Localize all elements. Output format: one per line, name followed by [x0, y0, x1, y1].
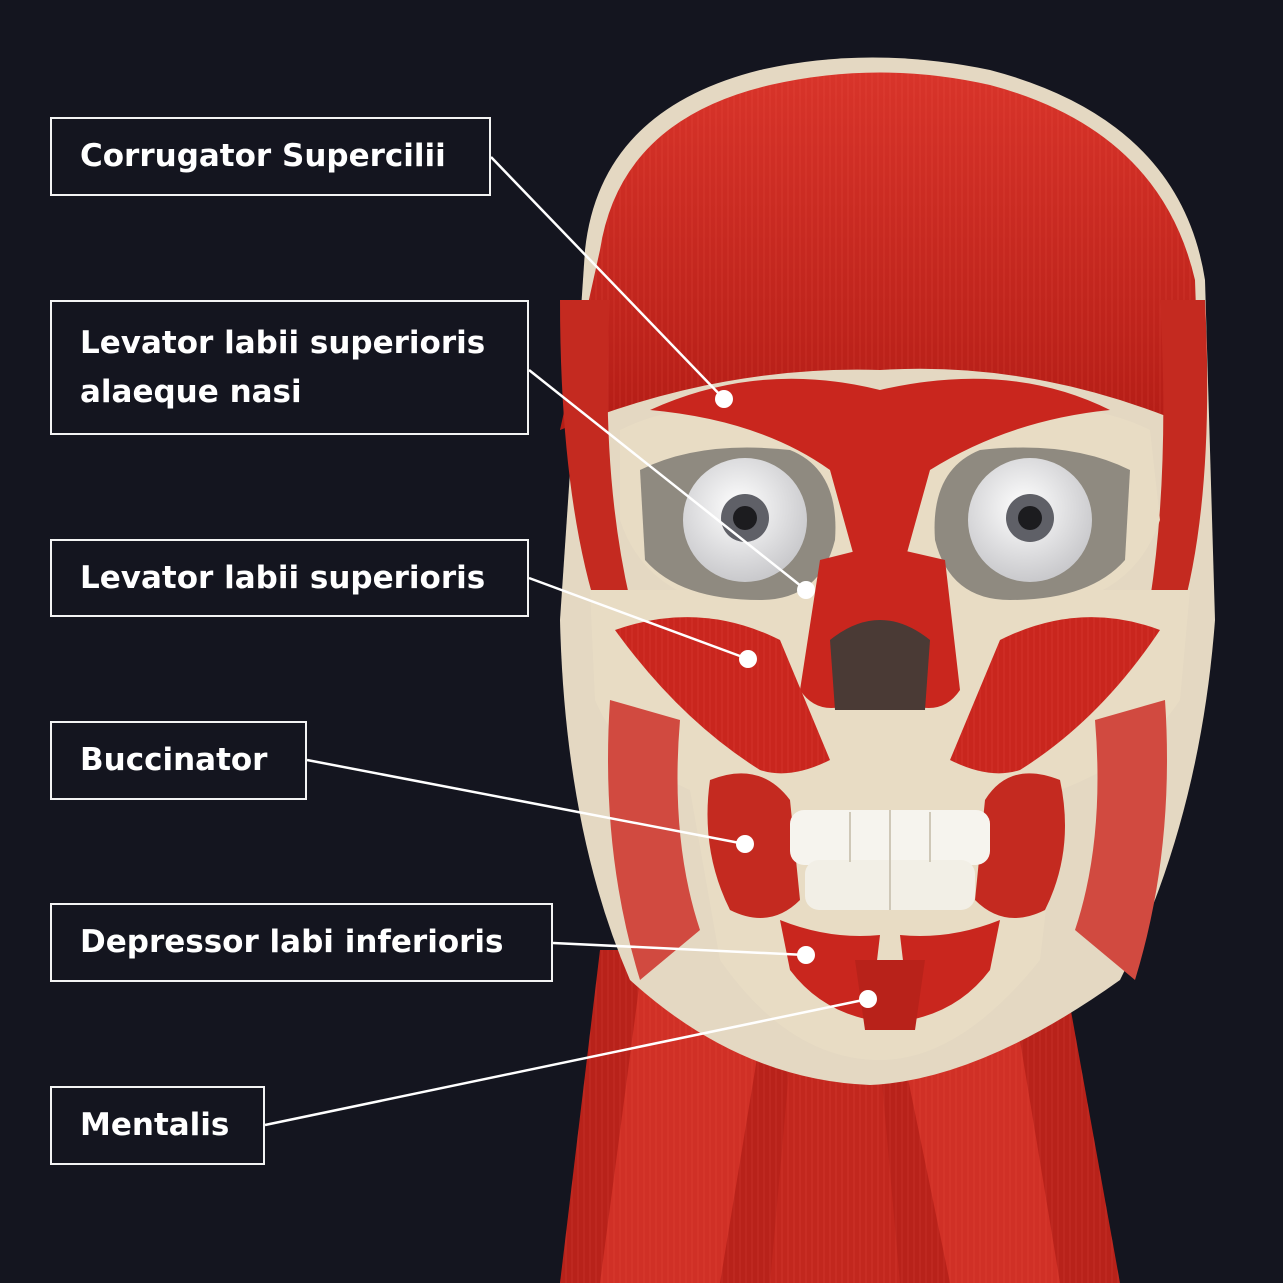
- eyes: [640, 447, 1130, 600]
- marker-dot-icon: [739, 650, 757, 668]
- label-mentalis: Mentalis: [50, 1086, 265, 1165]
- label-corrugator-supercilii: Corrugator Supercilii: [50, 117, 491, 196]
- marker-dots: [715, 390, 877, 1008]
- leader-line-lls-alaeque: [528, 369, 807, 591]
- marker-dot-icon: [797, 946, 815, 964]
- leader-line-buccinator: [306, 758, 746, 846]
- marker-dot-icon: [736, 835, 754, 853]
- label-depressor-labi-inferioris: Depressor labi inferioris: [50, 903, 553, 982]
- marker-dot-icon: [797, 581, 815, 599]
- leader-line-lls: [528, 576, 749, 661]
- frontal-muscle-lower: [650, 378, 1110, 590]
- marker-dot-icon: [715, 390, 733, 408]
- label-levator-labii-superioris: Levator labii superioris: [50, 539, 529, 617]
- marker-dot-icon: [859, 990, 877, 1008]
- leader-line-mentalis: [264, 997, 869, 1127]
- label-buccinator: Buccinator: [50, 721, 307, 800]
- leader-line-depressor: [552, 941, 807, 957]
- midface-muscles: [615, 545, 1160, 774]
- leader-line-corrugator: [490, 156, 725, 400]
- label-levator-labii-superioris-alaeque-nasi: Levator labii superioris alaeque nasi: [50, 300, 529, 435]
- leader-lines: [264, 156, 869, 1127]
- teeth: [790, 810, 990, 910]
- chin-muscles: [780, 920, 1000, 1030]
- jaw-muscles: [608, 700, 1167, 980]
